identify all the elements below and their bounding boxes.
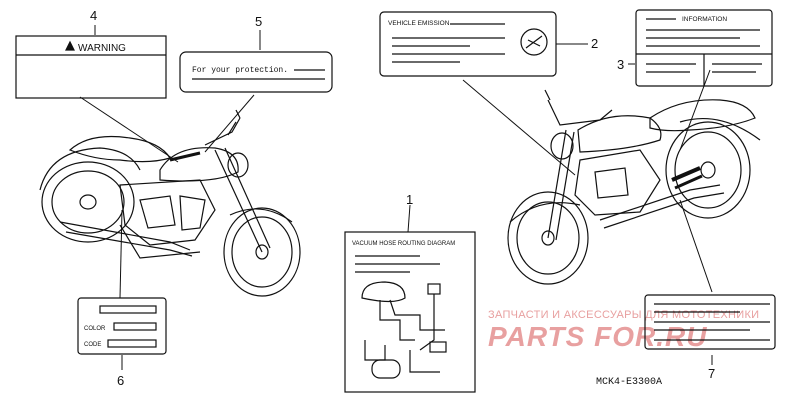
callout-4: 4 [90,8,97,23]
vacuum-hose-label-text: VACUUM HOSE ROUTING DIAGRAM [352,241,455,247]
watermark-tagline: ЗАПЧАСТИ И АКСЕССУАРЫ ДЛЯ МОТОТЕХНИКИ [488,309,759,321]
color-code-label: COLOR CODE [77,297,167,355]
callout-5: 5 [255,14,262,29]
callout-6: 6 [117,373,124,388]
protection-label: For your protection. [179,51,333,93]
callout-7: 7 [708,366,715,381]
diagram-code: MCK4-E3300A [596,377,662,388]
emission-label-text: VEHICLE EMISSION [388,20,450,27]
protection-label-text: For your protection. [192,66,288,75]
motorcycle-right-illustration [507,89,761,285]
callout-3: 3 [617,57,624,72]
callout-numbers: 4 5 2 3 1 6 7 [90,8,715,388]
color-code-color-text: COLOR [84,326,106,332]
vacuum-hose-label: VACUUM HOSE ROUTING DIAGRAM [344,231,476,393]
callout-1: 1 [406,192,413,207]
watermark-brand: PARTS FOR.RU [488,321,707,352]
warning-label: WARNING [15,35,167,99]
information-label-text: INFORMATION [682,16,727,23]
motorcycle-left-illustration [39,109,301,297]
emission-label: VEHICLE EMISSION [379,11,557,77]
callout-2: 2 [591,36,598,51]
info-label-7 [644,294,776,350]
leader-lines [79,25,713,370]
warning-label-text: WARNING [78,43,126,54]
color-code-code-text: CODE [84,342,101,348]
information-label: INFORMATION [635,9,773,87]
